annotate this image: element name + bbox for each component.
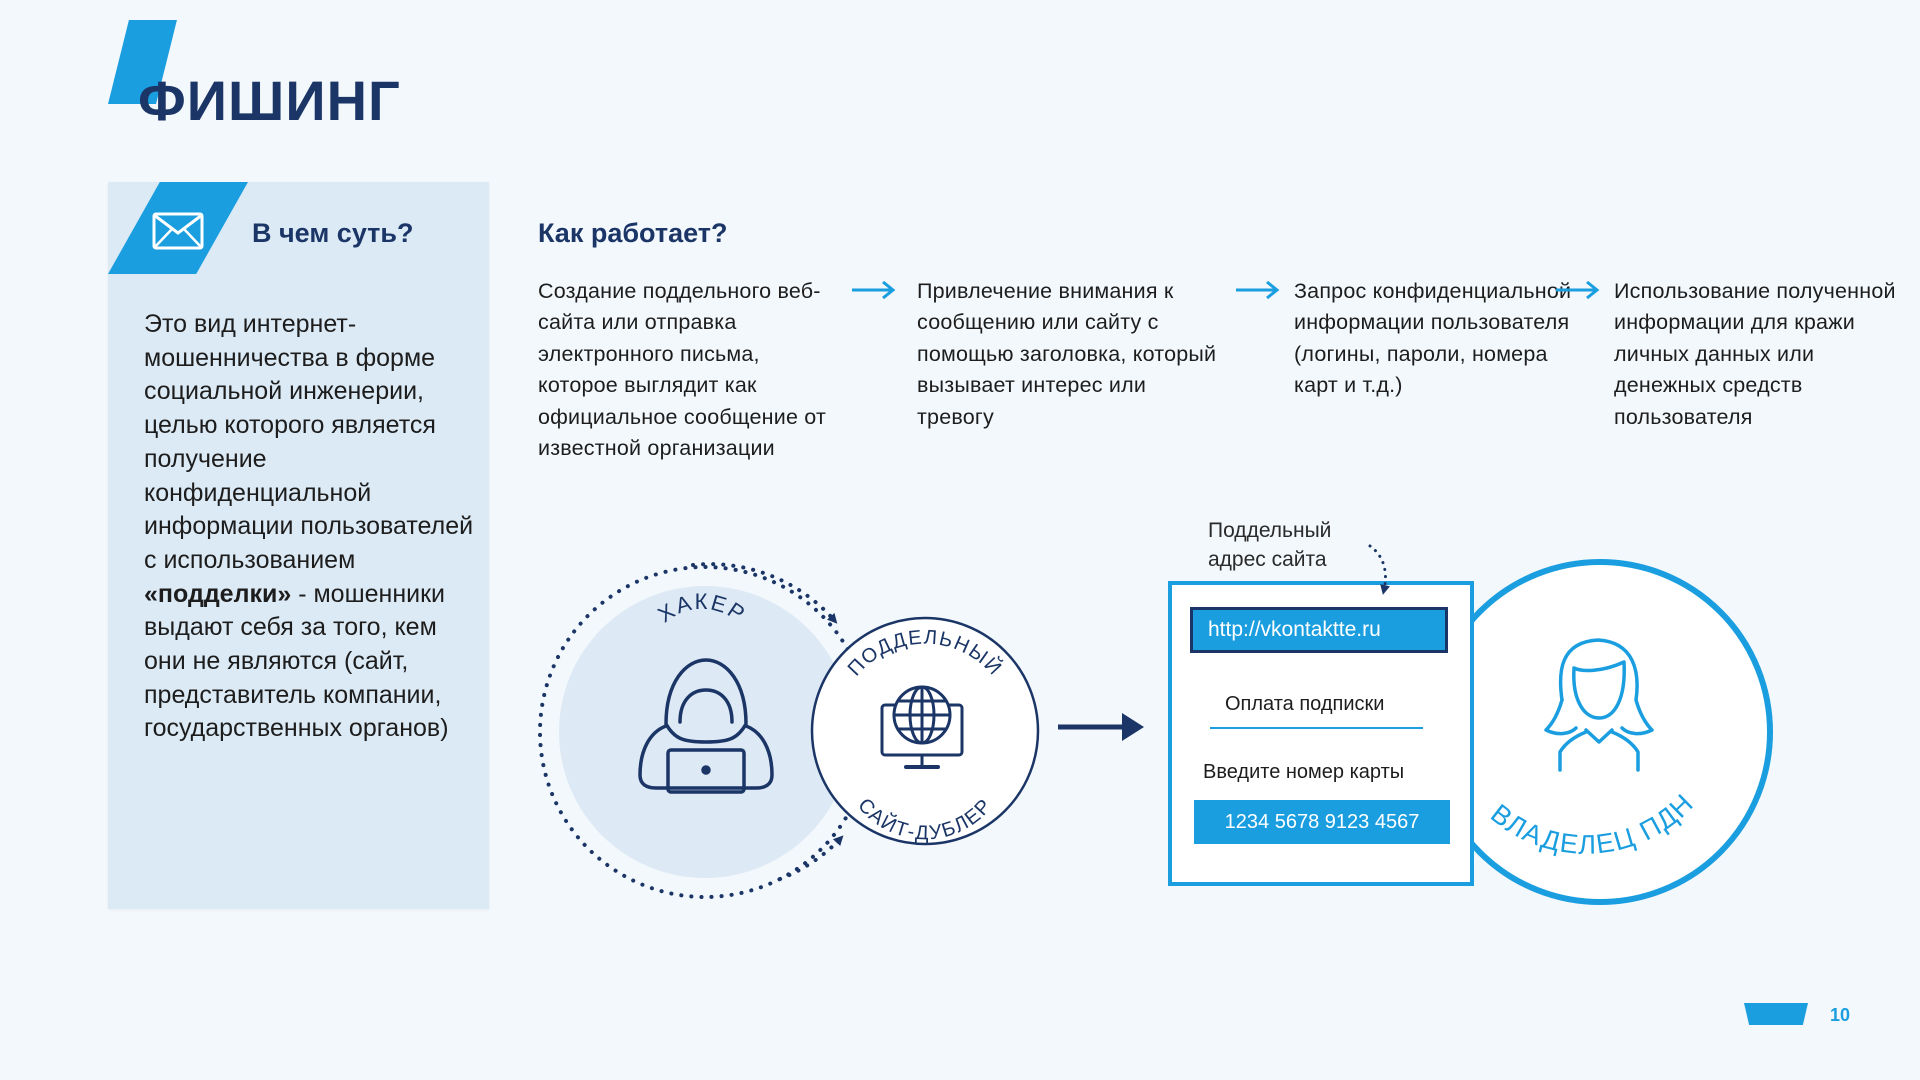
step-1-text: Создание поддельного веб-сайта или отпра… [538, 279, 827, 461]
step-4-text: Использование полученной информации для … [1614, 279, 1896, 429]
how-it-works-heading: Как работает? [538, 218, 728, 248]
subscription-underline [1210, 727, 1423, 729]
arrow-right-icon [1556, 281, 1600, 299]
arrow-right-icon [1122, 713, 1144, 741]
envelope-icon [152, 212, 204, 250]
globe-monitor-icon [880, 685, 964, 769]
essence-text-part1: Это вид интернет-мошенничества в форме с… [144, 310, 474, 574]
essence-panel [108, 182, 489, 909]
hacker-icon [638, 658, 774, 794]
woman-icon [1544, 638, 1654, 772]
card-prompt: Введите номер карты [1203, 761, 1405, 783]
essence-text: Это вид интернет-мошенничества в форме с… [144, 308, 479, 746]
essence-text-bold: «подделки» [144, 579, 292, 608]
card-number-field: 1234 5678 9123 4567 [1194, 800, 1450, 844]
step-3-text: Запрос конфиденциальной информации польз… [1294, 279, 1572, 398]
subscription-text: Оплата подписки [1225, 693, 1385, 715]
hacker-circle [559, 586, 851, 878]
step-2-text: Привлечение внимания к сообщению или сай… [917, 279, 1217, 429]
page-number: 10 [1830, 1005, 1851, 1025]
arrow-right-icon [1236, 281, 1280, 299]
arrow-right-icon [852, 281, 896, 299]
essence-heading: В чем суть? [252, 218, 414, 248]
page-tab [1744, 1003, 1808, 1025]
slide-title: ФИШИНГ [138, 69, 401, 132]
fake-url-bar: http://vkontaktte.ru [1190, 607, 1448, 653]
essence-text-part2: - мошенники выдают себя за того, кем они… [144, 579, 449, 743]
